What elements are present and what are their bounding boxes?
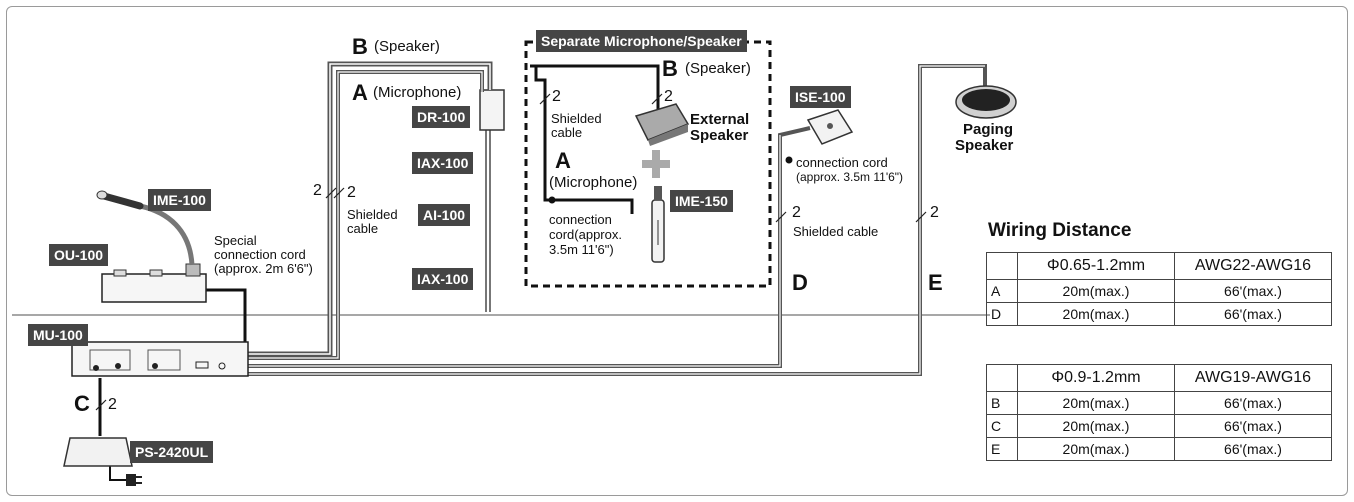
count-sep-a: 2	[552, 88, 561, 105]
letter-c: C	[74, 391, 90, 416]
table2-cell: 20m(max.)	[1017, 414, 1175, 438]
label-ime150-cord-3: 3.5m 11'6")	[549, 242, 614, 257]
label-a-microphone-main: (Microphone)	[373, 84, 462, 101]
table2-cell: 66'(max.)	[1174, 391, 1332, 415]
count-c: 2	[108, 396, 117, 413]
label-shielded-d: Shielded cable	[793, 224, 879, 239]
tag-separate-box: Separate Microphone/Speaker	[536, 30, 747, 52]
sep-cable-b	[530, 64, 660, 114]
ime100-microphone	[139, 203, 195, 266]
table2-cell: 66'(max.)	[1174, 437, 1332, 461]
tag-ai100: AI-100	[418, 204, 471, 226]
letter-b-sep: B	[662, 56, 678, 81]
wiring-distance-title: Wiring Distance	[988, 220, 1132, 241]
plug-cord	[109, 466, 128, 481]
table1-cell: 20m(max.)	[1017, 279, 1175, 303]
ou100-unit	[101, 273, 207, 303]
count-sep-b: 2	[664, 88, 673, 105]
count-d: 2	[792, 204, 801, 221]
table1-cell: 20m(max.)	[1017, 302, 1175, 326]
label-shielded-main-2: cable	[347, 221, 379, 236]
letter-a-main: A	[352, 80, 368, 105]
label-ise-cord-2: (approx. 3.5m 11'6")	[796, 170, 904, 184]
table2-cell: 20m(max.)	[1017, 437, 1175, 461]
label-special-cord-2: connection cord	[214, 247, 306, 262]
table1-key: D	[986, 302, 1018, 326]
table2-corner	[986, 364, 1018, 392]
table2-cell: 20m(max.)	[1017, 391, 1175, 415]
table2-key: C	[986, 414, 1018, 438]
label-paging-speaker-1: Paging	[963, 121, 1014, 138]
table2-cell: 66'(max.)	[1174, 414, 1332, 438]
tag-ime100: IME-100	[148, 189, 211, 211]
table1-corner	[986, 252, 1018, 280]
table2-key: B	[986, 391, 1018, 415]
tag-ps2420ul: PS-2420UL	[130, 441, 214, 463]
label-paging-speaker-2: Speaker	[955, 137, 1014, 154]
letter-e: E	[928, 270, 943, 295]
label-ime150-cord-1: connection	[549, 212, 612, 227]
tag-ime150: IME-150	[670, 190, 733, 212]
label-shielded-sep-2: cable	[551, 125, 583, 140]
count-main-right: 2	[347, 184, 356, 201]
tag-mu100: MU-100	[28, 324, 88, 346]
wiring-table-2: Φ0.9-1.2mm AWG19-AWG16 B 20m(max.) 66'(m…	[986, 364, 1332, 461]
label-shielded-sep-1: Shielded	[551, 111, 602, 126]
label-b-speaker-sep: (Speaker)	[685, 60, 751, 77]
label-ime150-cord-2: cord(approx.	[549, 227, 622, 242]
label-ise-cord-1: connection cord	[796, 155, 888, 170]
count-e: 2	[930, 204, 939, 221]
label-b-speaker-main: (Speaker)	[374, 38, 440, 55]
tag-dr100: DR-100	[412, 106, 471, 128]
tag-ise100: ISE-100	[790, 86, 851, 108]
tag-iax100-bottom: IAX-100	[412, 268, 474, 290]
mu100-unit	[71, 341, 249, 377]
table1-cell: 66'(max.)	[1174, 302, 1332, 326]
letter-d: D	[792, 270, 808, 295]
label-special-cord-1: Special	[214, 233, 257, 248]
table2-key: E	[986, 437, 1018, 461]
table2-header-2: AWG19-AWG16	[1174, 364, 1332, 392]
tag-iax100-top: IAX-100	[412, 152, 474, 174]
dr100-unit	[479, 89, 505, 131]
table1-header-2: AWG22-AWG16	[1174, 252, 1332, 280]
table2-header-1: Φ0.9-1.2mm	[1017, 364, 1175, 392]
letter-b-main: B	[352, 34, 368, 59]
table1-cell: 66'(max.)	[1174, 279, 1332, 303]
table1-header-1: Φ0.65-1.2mm	[1017, 252, 1175, 280]
letter-a-sep: A	[555, 148, 571, 173]
label-special-cord-3: (approx. 2m 6'6")	[214, 261, 313, 276]
label-external-speaker-2: Speaker	[690, 127, 749, 144]
tag-ou100: OU-100	[49, 244, 109, 266]
special-cord	[205, 288, 247, 349]
table1-key: A	[986, 279, 1018, 303]
plug-icon	[126, 474, 136, 486]
count-main-left: 2	[313, 182, 322, 199]
sep-cable-a	[534, 66, 634, 214]
wiring-table-1: Φ0.65-1.2mm AWG22-AWG16 A 20m(max.) 66'(…	[986, 252, 1332, 326]
power-supply-unit	[63, 437, 133, 467]
label-shielded-main-1: Shielded	[347, 207, 398, 222]
label-a-microphone-sep: (Microphone)	[549, 174, 638, 191]
label-external-speaker-1: External	[690, 111, 750, 128]
